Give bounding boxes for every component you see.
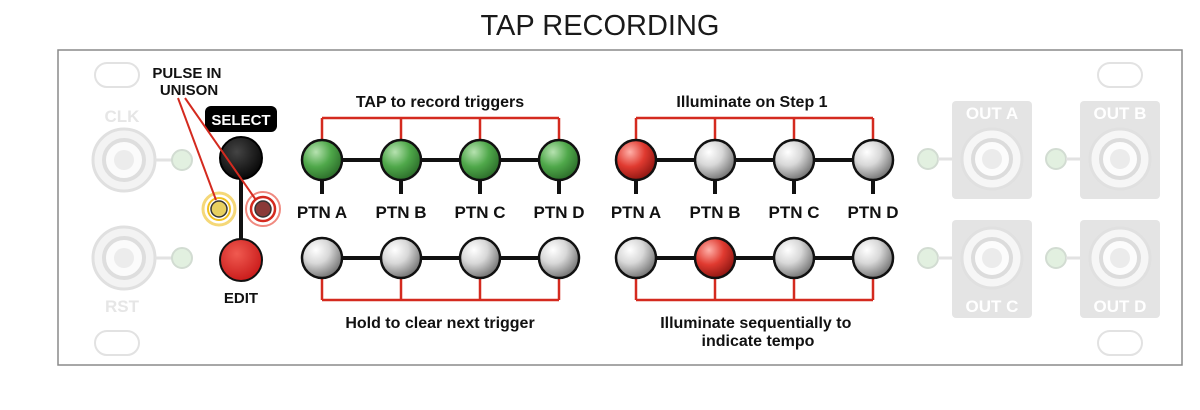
pulse-led-red (254, 200, 272, 218)
pattern-button-top-2[interactable] (693, 138, 737, 182)
pattern-button-bottom-4[interactable] (851, 236, 895, 280)
edit-label: EDIT (224, 290, 258, 307)
pulse-annotation-line: UNISON (160, 82, 218, 99)
tempo-annotation-line: indicate tempo (702, 333, 815, 350)
pattern-button-bottom-1[interactable] (614, 236, 658, 280)
pattern-button-bottom-3[interactable] (772, 236, 816, 280)
output-label: OUT A (966, 104, 1018, 123)
mount-hole (94, 62, 140, 88)
pattern-button-top-3[interactable] (458, 138, 502, 182)
select-badge (205, 106, 277, 132)
output-label: OUT B (1094, 104, 1147, 123)
select-label: SELECT (211, 112, 270, 129)
hold-annotation: Hold to clear next trigger (345, 315, 534, 332)
out-b-jack: OUT B (1080, 101, 1160, 199)
pulse-led-yellow (210, 200, 228, 218)
pattern-label: PTN C (769, 203, 820, 222)
output-label: OUT C (966, 297, 1019, 316)
out-d-jack: OUT D (1080, 220, 1160, 318)
clk-jack (91, 127, 157, 193)
output-led (917, 148, 939, 170)
pattern-button-bottom-2[interactable] (693, 236, 737, 280)
pulse-pointer (184, 97, 257, 201)
edit-button[interactable] (219, 238, 263, 282)
pattern-button-bottom-4[interactable] (537, 236, 581, 280)
page-title: TAP RECORDING (480, 10, 720, 42)
output-led (917, 247, 939, 269)
mount-hole (94, 330, 140, 356)
pulse-ring (249, 195, 277, 223)
tempo-annotation-line: Illuminate sequentially to (660, 315, 851, 332)
rst-led (171, 247, 193, 269)
pulse-pointer (177, 97, 217, 201)
pattern-button-top-3[interactable] (772, 138, 816, 182)
pattern-label: PTN D (534, 203, 585, 222)
indicator-button-group: PTN A PTN B PTN C PTN D (611, 116, 899, 302)
pulse-annotation: PULSE IN UNISON (152, 65, 225, 99)
clk-label: CLK (105, 107, 141, 126)
mount-hole (1097, 330, 1143, 356)
pattern-label: PTN B (376, 203, 427, 222)
output-label: OUT D (1094, 297, 1147, 316)
step1-annotation: Illuminate on Step 1 (676, 94, 827, 111)
rst-label: RST (105, 297, 140, 316)
pattern-label: PTN B (690, 203, 741, 222)
output-led (1045, 247, 1067, 269)
pulse-ring (201, 191, 237, 227)
tempo-annotation: Illuminate sequentially to indicate temp… (660, 315, 856, 350)
pattern-button-top-2[interactable] (379, 138, 423, 182)
clk-led (171, 149, 193, 171)
output-led (1045, 148, 1067, 170)
pattern-button-bottom-3[interactable] (458, 236, 502, 280)
pattern-button-top-1[interactable] (300, 138, 344, 182)
pattern-button-top-4[interactable] (851, 138, 895, 182)
out-c-jack: OUT C (952, 220, 1032, 318)
pattern-button-bottom-2[interactable] (379, 236, 423, 280)
tap-button-group: PTN A PTN B PTN C PTN D (297, 116, 585, 302)
pattern-label: PTN A (611, 203, 661, 222)
rst-jack (91, 225, 157, 291)
pattern-label: PTN C (455, 203, 506, 222)
pulse-ring (207, 197, 231, 221)
pulse-annotation-line: PULSE IN (152, 65, 221, 82)
pattern-label: PTN D (848, 203, 899, 222)
out-a-jack: OUT A (952, 101, 1032, 199)
tap-annotation: TAP to record triggers (356, 94, 524, 111)
pattern-button-bottom-1[interactable] (300, 236, 344, 280)
mount-hole (1097, 62, 1143, 88)
pattern-button-top-4[interactable] (537, 138, 581, 182)
pattern-button-top-1[interactable] (614, 138, 658, 182)
pattern-label: PTN A (297, 203, 347, 222)
pulse-ring (245, 191, 281, 227)
